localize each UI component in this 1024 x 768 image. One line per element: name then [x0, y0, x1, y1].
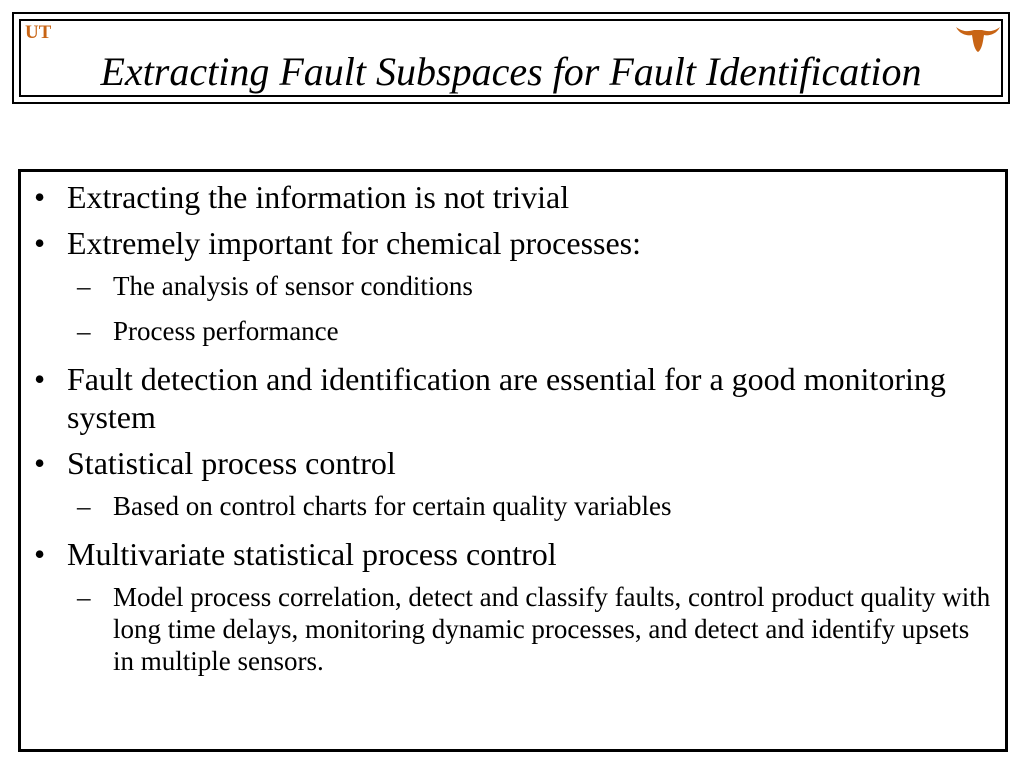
dash-marker: –	[77, 491, 91, 521]
bullet-marker: •	[34, 445, 46, 481]
bullet-list: • Extracting the information is not trivi…	[31, 178, 993, 690]
bullet-text: Fault detection and identification are e…	[67, 361, 946, 435]
bullet-item: • Statistical process control	[31, 444, 993, 482]
bullet-marker: •	[34, 361, 46, 397]
bullet-text: Extracting the information is not trivia…	[67, 179, 570, 215]
bullet-text: Based on control charts for certain qual…	[113, 491, 672, 521]
dash-marker: –	[77, 582, 91, 612]
ut-logo-icon: UT	[25, 22, 51, 43]
bullet-item: • Fault detection and identification are …	[31, 360, 993, 436]
bullet-text: Process performance	[113, 316, 339, 346]
ut-logo-text: UT	[25, 22, 51, 43]
bullet-text: The analysis of sensor conditions	[113, 271, 473, 301]
bullet-item: • Extremely important for chemical proces…	[31, 224, 993, 262]
bullet-marker: •	[34, 536, 46, 572]
title-frame: UT Extracting Fault Subspaces for Fault …	[12, 12, 1010, 104]
title-inner-frame	[19, 19, 1003, 97]
bullet-item: • Multivariate statistical process contro…	[31, 535, 993, 573]
sub-bullet-item: –Based on control charts for certain qua…	[31, 490, 993, 522]
bullet-text: Extremely important for chemical process…	[67, 225, 642, 261]
dash-marker: –	[77, 271, 91, 301]
bullet-text: Statistical process control	[67, 445, 396, 481]
bullet-item: • Extracting the information is not trivi…	[31, 178, 993, 216]
content-box: • Extracting the information is not trivi…	[18, 169, 1008, 752]
bullet-marker: •	[34, 225, 46, 261]
dash-marker: –	[77, 316, 91, 346]
longhorn-logo-icon	[956, 27, 1000, 52]
sub-bullet-item: –The analysis of sensor conditions	[31, 270, 993, 302]
bullet-marker: •	[34, 179, 46, 215]
bullet-text: Multivariate statistical process control	[67, 536, 557, 572]
sub-bullet-item: –Process performance	[31, 315, 993, 347]
slide-title: Extracting Fault Subspaces for Fault Ide…	[100, 49, 922, 94]
sub-bullet-item: –Model process correlation, detect and c…	[31, 581, 993, 677]
bullet-text: Model process correlation, detect and cl…	[113, 582, 991, 676]
